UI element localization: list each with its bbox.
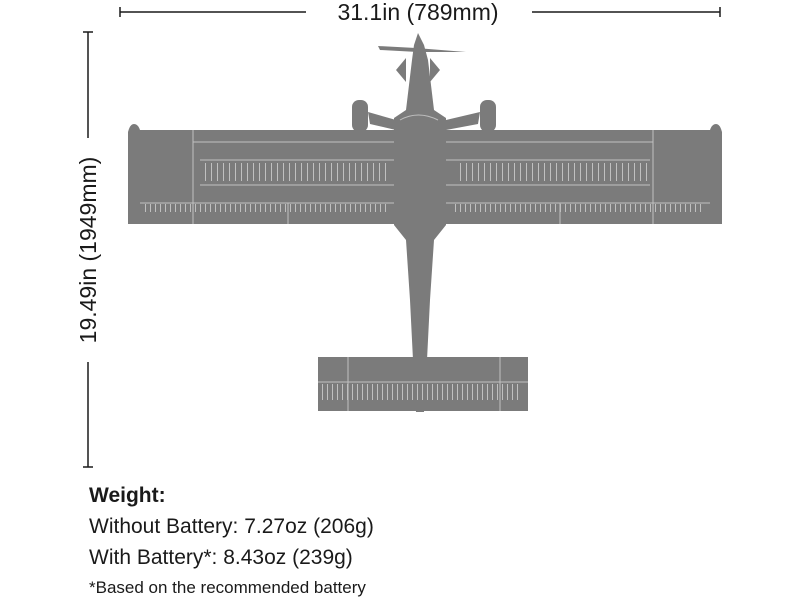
weight-with-battery: With Battery*: 8.43oz (239g) <box>89 546 353 569</box>
weight-title: Weight: <box>89 484 166 507</box>
weight-without-battery: Without Battery: 7.27oz (206g) <box>89 515 374 538</box>
weight-info: Weight: Without Battery: 7.27oz (206g) W… <box>89 480 374 603</box>
length-label: 19.49in (1949mm) <box>75 156 101 344</box>
wingspan-dimension: 31.1in (789mm) <box>0 0 800 30</box>
wing <box>128 124 722 224</box>
left-wheel <box>352 100 368 132</box>
right-wheel <box>480 100 496 132</box>
wingspan-label: 31.1in (789mm) <box>337 0 499 25</box>
weight-footnote: *Based on the recommended battery <box>89 578 366 597</box>
